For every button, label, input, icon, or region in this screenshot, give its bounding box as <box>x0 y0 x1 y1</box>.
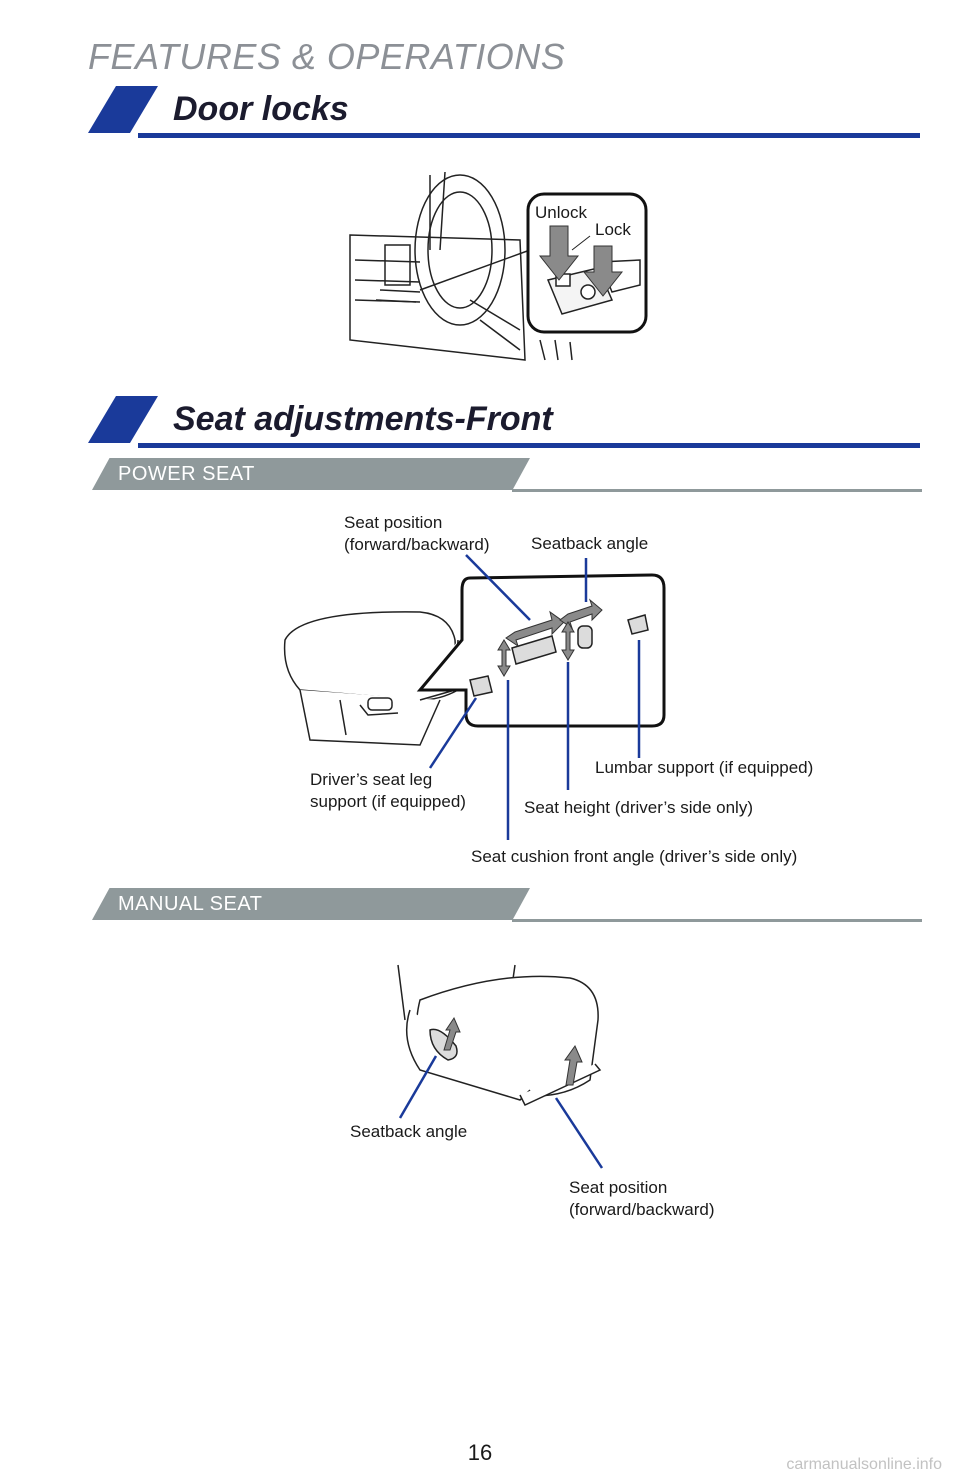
seat-height-label: Seat height (driver’s side only) <box>524 798 753 817</box>
seatback-lever-arrow-icon <box>443 1016 461 1051</box>
unlock-label: Unlock <box>535 203 587 222</box>
lock-arrow-icon <box>582 245 624 297</box>
seat-slide-arrow-icon <box>564 1044 583 1086</box>
cushion-angle-label: Seat cushion front angle (driver’s side … <box>471 847 798 866</box>
manual-seatback-angle-label: Seatback angle <box>350 1122 468 1141</box>
seat-adjustments-section-bar: Seat adjustments-Front <box>88 396 920 448</box>
door-locks-section-bar: Door locks <box>88 86 920 138</box>
door-locks-title: Door locks <box>173 90 349 128</box>
page-number: 16 <box>467 1440 493 1465</box>
unlock-arrow-icon <box>538 225 580 281</box>
manual-seat-position-label: Seat position (forward/backward) <box>569 1178 715 1219</box>
manual-seat-subheading-bar: MANUAL SEAT <box>92 888 922 922</box>
manual-seatback-leader <box>398 1055 438 1119</box>
watermark: carmanualsonline.info <box>786 1456 942 1473</box>
recline-arrow-icon <box>559 598 603 630</box>
power-seat-position-label: Seat position (forward/backward) <box>344 513 490 554</box>
leg-support-label: Driver’s seat leg support (if equipped) <box>310 770 466 811</box>
page-header: FEATURES & OPERATIONS <box>88 36 566 77</box>
section-rule <box>138 443 920 448</box>
height-arrow-icon <box>561 621 575 661</box>
section-rule <box>138 133 920 138</box>
lock-label: Lock <box>595 220 631 239</box>
lumbar-support-label: Lumbar support (if equipped) <box>595 758 814 777</box>
seat-adjustments-title: Seat adjustments-Front <box>173 400 553 438</box>
forward-backward-arrow-icon <box>505 610 565 648</box>
power-seat-heading: POWER SEAT <box>118 463 255 485</box>
cushion-angle-arrow-icon <box>497 639 511 677</box>
manual-seat-position-leader <box>554 1097 604 1169</box>
leg-support-leader <box>428 697 478 769</box>
power-seatback-angle-label: Seatback angle <box>531 534 649 553</box>
manual-seat-heading: MANUAL SEAT <box>118 893 263 915</box>
seat-position-leader <box>465 554 531 621</box>
power-seat-subheading-bar: POWER SEAT <box>92 458 922 492</box>
